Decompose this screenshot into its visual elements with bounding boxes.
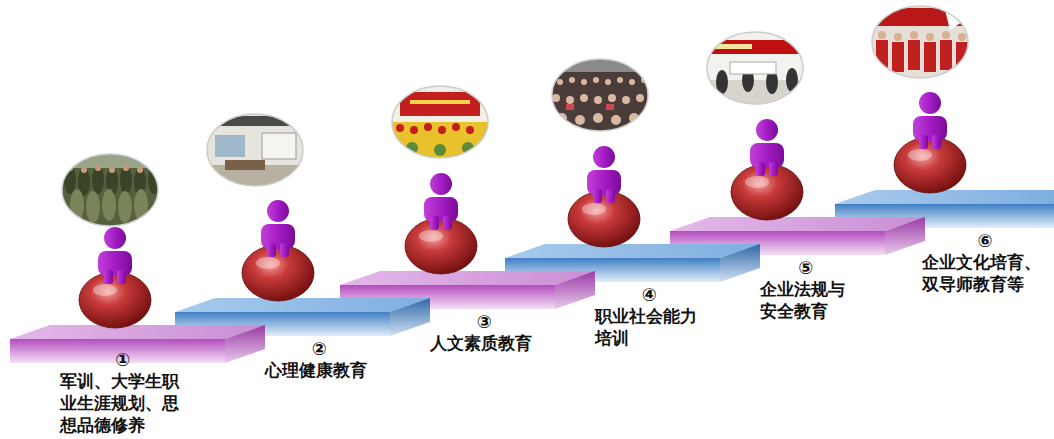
photo-frame: [207, 114, 303, 186]
person-figure: [568, 146, 640, 247]
step-slab: [10, 325, 265, 363]
photo-frame: [872, 6, 968, 78]
step-node: ⑤企业法规与安全教育: [760, 258, 852, 322]
step-number: ⑤: [760, 258, 852, 278]
step-node: ⑥企业文化培育、双导师教育等: [922, 231, 1048, 295]
photo-frame: [552, 59, 648, 131]
step-node: ④职业社会能力培训: [595, 285, 704, 349]
photo: [390, 85, 490, 160]
step-node: ②心理健康教育: [265, 339, 374, 381]
step-number: ③: [430, 312, 539, 332]
person-figure: [405, 173, 477, 274]
step-label: 军训、大学生职业生涯规划、思想品德修养: [60, 370, 186, 436]
step-label: 人文素质教育: [430, 332, 539, 354]
photo: [550, 58, 650, 133]
photo: [205, 110, 305, 190]
step-number: ②: [265, 339, 374, 359]
photo: [60, 150, 160, 230]
step-number: ④: [595, 285, 704, 305]
step-label: 职业社会能力培训: [595, 305, 704, 349]
person-figure: [242, 200, 314, 301]
person-figure: [894, 92, 966, 193]
photo-frame: [62, 154, 158, 226]
photo-frame: [392, 86, 488, 158]
step-node: ①军训、大学生职业生涯规划、思想品德修养: [60, 350, 186, 436]
person-figure: [79, 227, 151, 328]
photo: [705, 30, 805, 105]
step-label: 心理健康教育: [265, 359, 374, 381]
step-label: 企业文化培育、双导师教育等: [922, 251, 1048, 295]
step-label: 企业法规与安全教育: [760, 278, 852, 322]
photo-frame: [707, 32, 803, 104]
photo: [870, 4, 970, 80]
step-number: ①: [60, 350, 186, 370]
step-node: ③人文素质教育: [430, 312, 539, 354]
step-number: ⑥: [922, 231, 1048, 251]
person-figure: [731, 119, 803, 220]
